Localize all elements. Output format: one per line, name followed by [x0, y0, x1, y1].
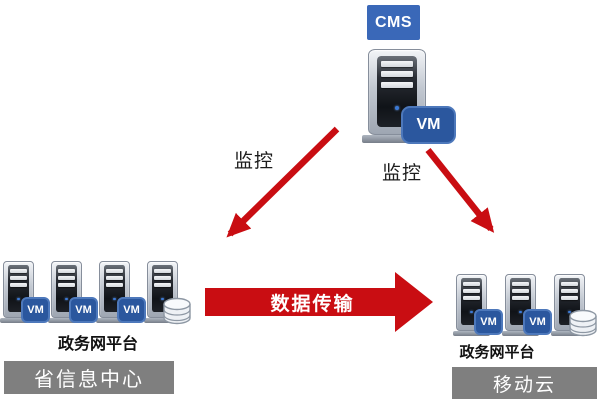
vm-badge-icon: VM — [69, 297, 98, 323]
power-light-icon — [568, 311, 571, 314]
vm-badge-icon: VM — [401, 106, 456, 144]
server-base — [0, 318, 38, 323]
vm-badge-icon: VM — [474, 309, 503, 335]
power-light-icon — [394, 105, 400, 110]
zone-label-left: 省信息中心 — [4, 361, 174, 394]
database-icon — [566, 308, 600, 338]
power-light-icon — [470, 311, 473, 314]
data-transfer-arrow — [205, 272, 433, 332]
power-light-icon — [161, 298, 164, 301]
power-light-icon — [113, 298, 116, 301]
monitor-label-right: 监控 — [382, 163, 423, 184]
database-icon — [160, 296, 194, 326]
server-base — [143, 318, 182, 323]
server-base — [95, 318, 134, 323]
monitor-arrow-right — [425, 147, 495, 233]
vm-badge-icon: VM — [21, 297, 50, 323]
platform-label-right: 政务网平台 — [459, 344, 535, 361]
vm-badge-icon: VM — [117, 297, 146, 323]
server-base — [47, 318, 86, 323]
power-light-icon — [17, 298, 20, 301]
data-transfer-label: 数据传输 — [270, 293, 355, 315]
power-light-icon — [519, 311, 522, 314]
monitor-arrow-left — [226, 126, 340, 238]
server-icon — [0, 261, 38, 323]
zone-label-right: 移动云 — [452, 367, 597, 399]
server-base — [361, 135, 433, 143]
power-light-icon — [65, 298, 68, 301]
server-base — [550, 331, 589, 336]
platform-label-left: 政务网平台 — [57, 336, 138, 353]
server-base — [452, 331, 491, 336]
cms-node: CMS — [367, 5, 420, 40]
server-base — [501, 331, 540, 336]
vm-badge-icon: VM — [523, 309, 552, 335]
monitor-label-left: 监控 — [234, 151, 275, 172]
